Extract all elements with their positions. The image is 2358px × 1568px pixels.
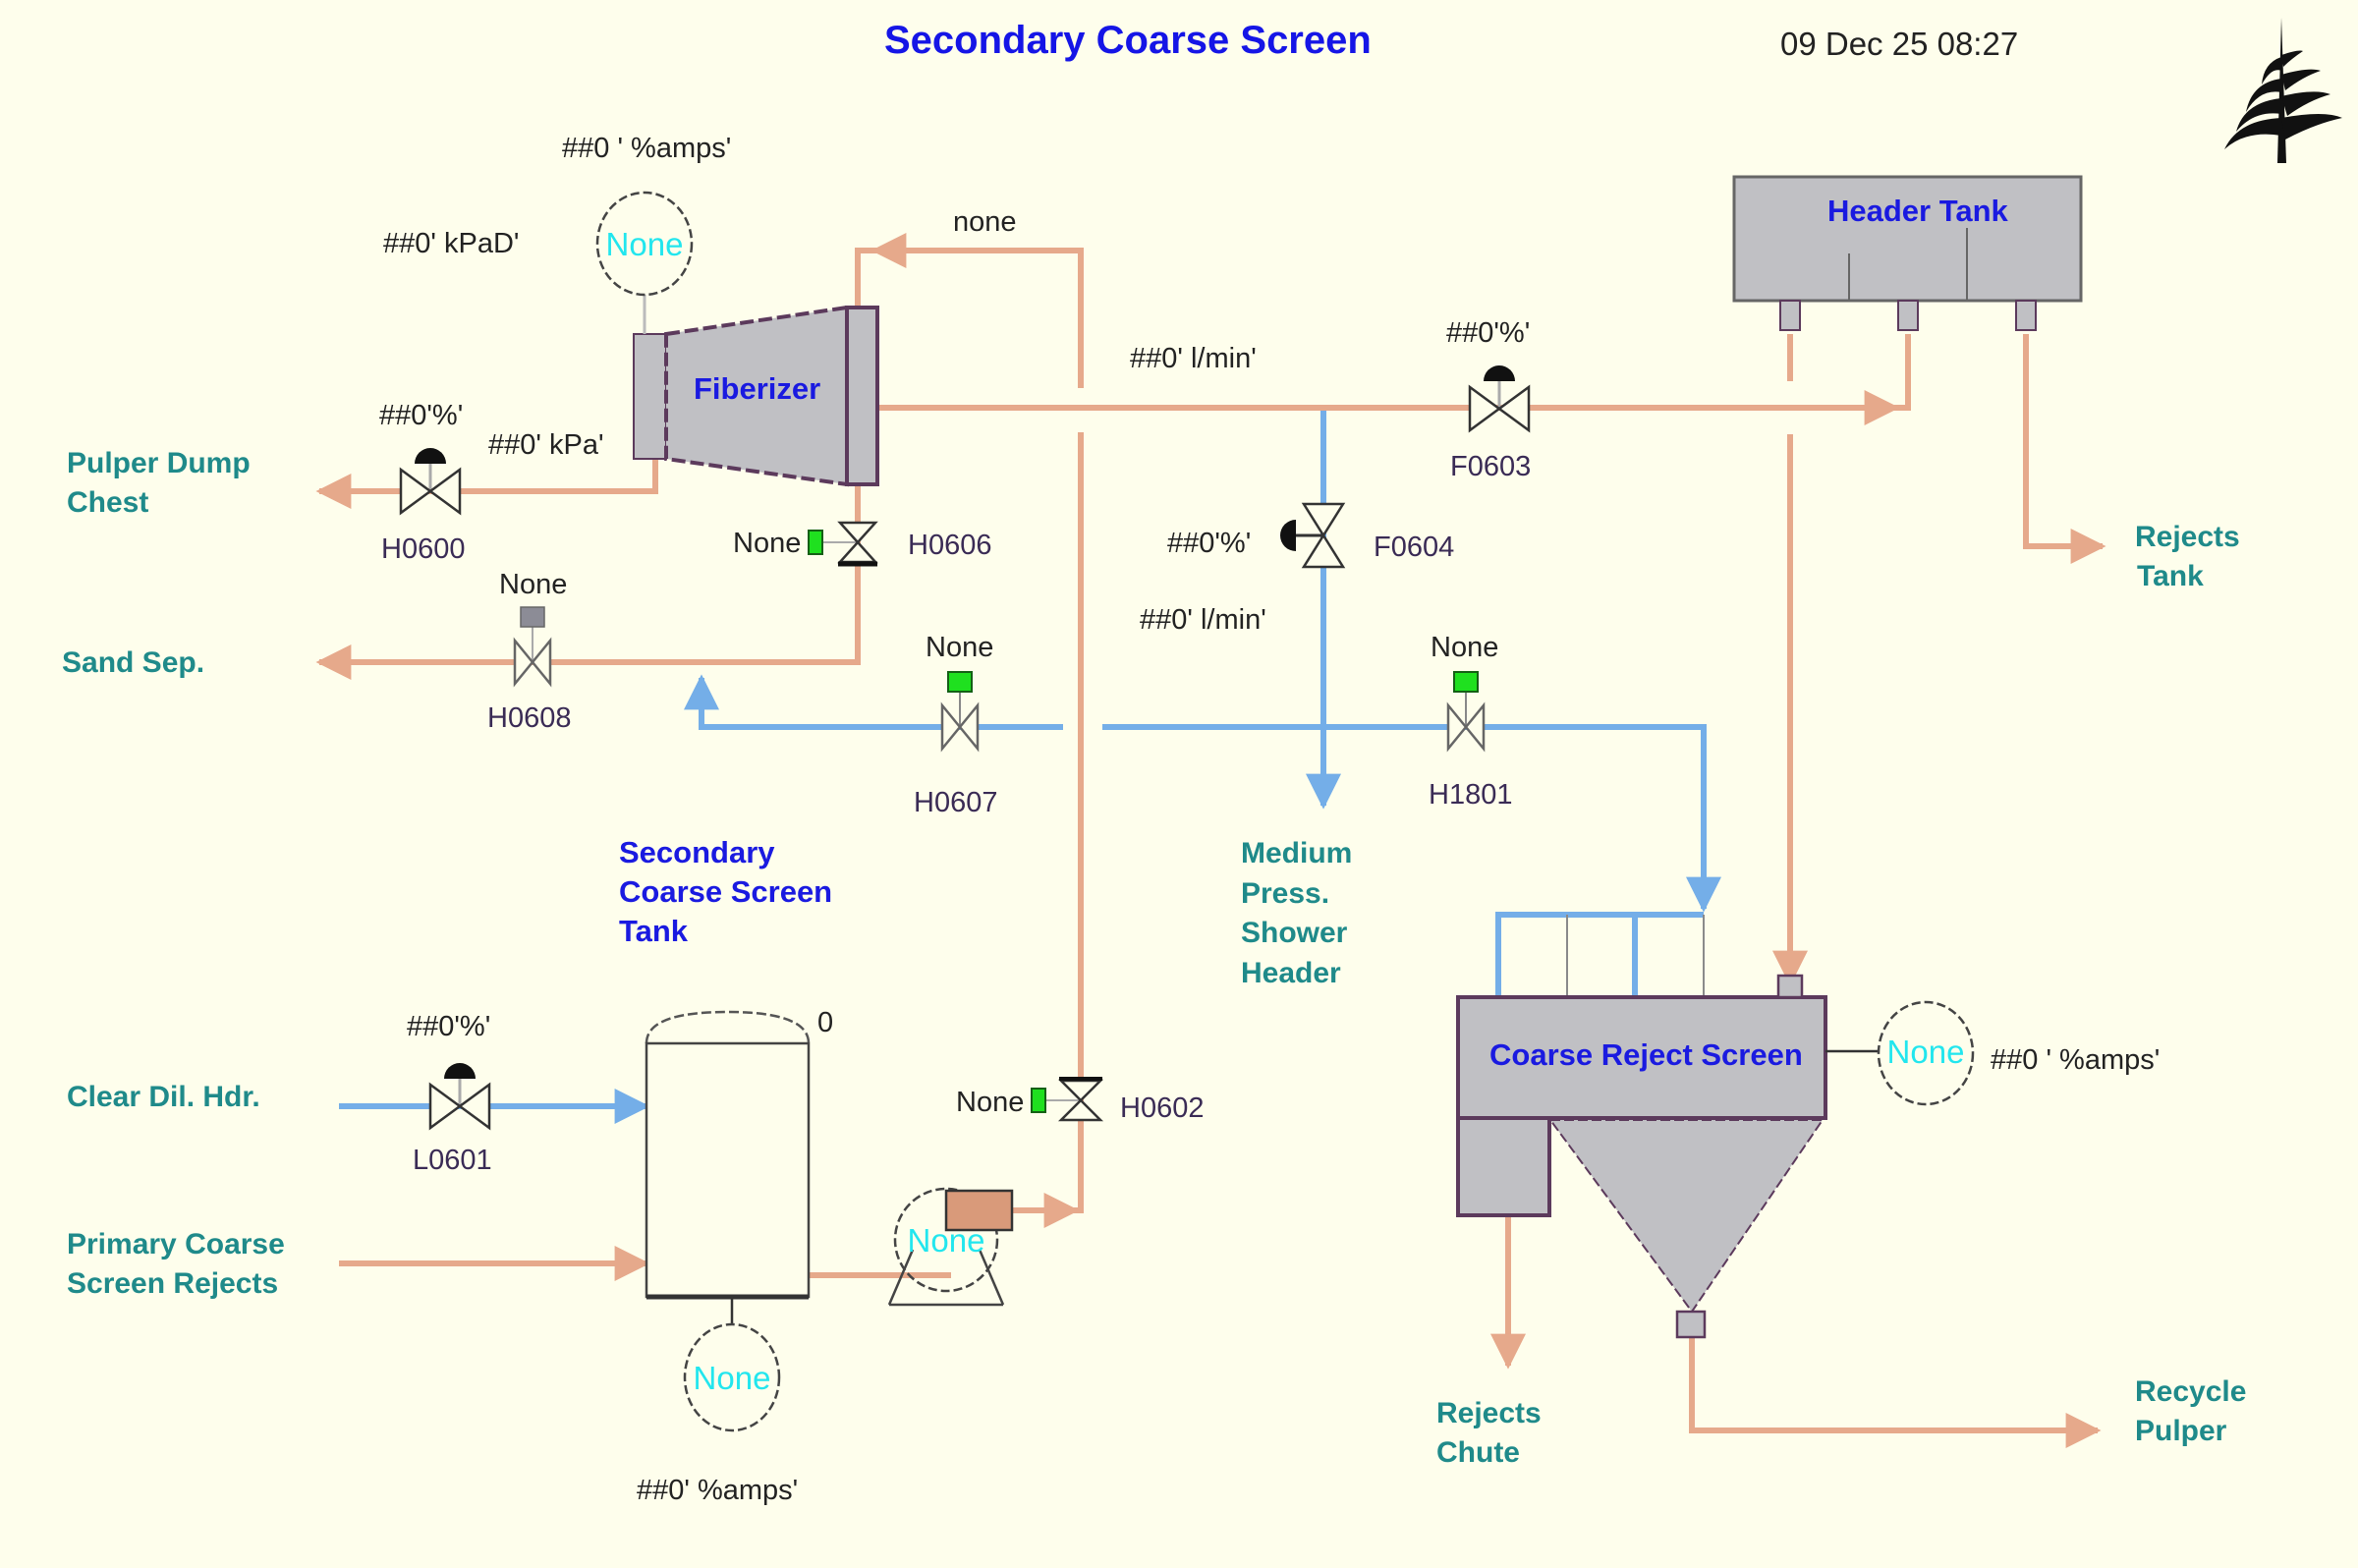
return-label: none <box>953 206 1017 238</box>
h0600-tag: H0600 <box>381 533 465 565</box>
agitator-amps: ##0' %amps' <box>637 1475 798 1506</box>
valve-h0607[interactable] <box>940 671 980 753</box>
valve-h0606[interactable] <box>808 521 878 567</box>
main-flow-value: ##0' l/min' <box>1130 343 1257 374</box>
dest-primary-coarse-screen-rejects[interactable]: Primary Coarse Screen Rejects <box>67 1228 293 1300</box>
f0603-value: ##0'%' <box>1446 317 1530 349</box>
pipe-rejects-tank <box>2023 334 2106 564</box>
h0602-tag: H0602 <box>1120 1092 1204 1124</box>
fiberizer-motor-value: None <box>606 226 684 262</box>
agitator-value: None <box>694 1360 771 1396</box>
shower-flow-value: ##0' l/min' <box>1140 604 1266 636</box>
valve-h0600[interactable] <box>399 448 462 516</box>
fiberizer-motor[interactable]: None <box>595 191 694 297</box>
valve-h0602[interactable] <box>1031 1077 1104 1122</box>
dest-recycle-pulper[interactable]: Recycle Pulper <box>2135 1375 2255 1447</box>
h0602-value: None <box>956 1087 1024 1118</box>
h0607-tag: H0607 <box>914 787 997 818</box>
header-tank-label: Header Tank <box>1827 194 2009 228</box>
l0601-value: ##0'%' <box>407 1011 490 1042</box>
h0608-tag: H0608 <box>487 702 571 734</box>
valve-f0604[interactable] <box>1280 502 1346 569</box>
shower-drops-thin <box>1566 915 1705 997</box>
pipe-pulper-dump <box>315 459 658 509</box>
header-tank[interactable]: Header Tank <box>1732 175 2083 331</box>
pipe-h1801-line <box>1102 724 1721 913</box>
h0607-value: None <box>926 632 993 663</box>
screen-amps: ##0 ' %amps' <box>1991 1044 2160 1076</box>
dest-clear-dil-hdr[interactable]: Clear Dil. Hdr. <box>67 1081 260 1113</box>
pipe-h0607-line <box>684 674 1063 730</box>
dest-sand-sep[interactable]: Sand Sep. <box>62 646 204 679</box>
pipe-main-outlet <box>877 334 1911 411</box>
dest-medium-press-shower-header[interactable]: Medium Press. Shower Header <box>1241 837 1361 989</box>
fiberizer-pressure: ##0' kPa' <box>488 429 604 461</box>
h0608-value: None <box>499 569 567 600</box>
valve-h0608[interactable] <box>513 606 552 688</box>
secondary-coarse-screen-tank[interactable] <box>645 1010 811 1300</box>
tank-level: 0 <box>817 1007 833 1038</box>
fiberizer-diff-pressure: ##0' kPaD' <box>383 228 519 259</box>
screen-motor[interactable]: None <box>1877 1000 1975 1106</box>
dest-rejects-tank[interactable]: Rejects Tank <box>2135 521 2248 592</box>
valve-f0603[interactable] <box>1468 365 1531 433</box>
valve-l0601[interactable] <box>428 1063 491 1131</box>
pipe-recycle-pulper <box>1689 1336 2102 1448</box>
timestamp: 09 Dec 25 08:27 <box>1780 26 2018 62</box>
fern-logo-icon <box>2224 18 2342 163</box>
valve-h1801[interactable] <box>1446 671 1486 753</box>
fiberizer[interactable]: Fiberizer <box>633 305 879 487</box>
h1801-tag: H1801 <box>1429 779 1512 811</box>
shower-header <box>1495 912 1704 997</box>
coarse-reject-screen[interactable]: Coarse Reject Screen <box>1456 974 1827 1339</box>
l0601-tag: L0601 <box>413 1145 492 1176</box>
page-title: Secondary Coarse Screen <box>884 19 1372 62</box>
dest-pulper-dump-chest[interactable]: Pulper Dump Chest <box>67 447 258 519</box>
pipe-return-loop <box>855 248 1084 388</box>
h0606-tag: H0606 <box>908 530 991 561</box>
f0603-tag: F0603 <box>1450 451 1531 482</box>
tank-label: Secondary Coarse Screen Tank <box>619 835 841 948</box>
fiberizer-label: Fiberizer <box>694 371 820 406</box>
agitator-motor[interactable]: None <box>683 1322 781 1432</box>
pump-value: None <box>908 1222 985 1259</box>
f0604-tag: F0604 <box>1374 532 1454 563</box>
fiberizer-amps: ##0 ' %amps' <box>562 133 731 164</box>
h0600-value: ##0'%' <box>379 400 463 431</box>
h0606-value: None <box>733 528 801 559</box>
dest-rejects-chute[interactable]: Rejects Chute <box>1436 1397 1549 1469</box>
f0604-value: ##0'%' <box>1167 528 1251 559</box>
pump[interactable]: None <box>887 1187 1014 1307</box>
coarse-reject-screen-label: Coarse Reject Screen <box>1489 1037 1803 1072</box>
screen-motor-value: None <box>1887 1034 1965 1070</box>
h1801-value: None <box>1431 632 1498 663</box>
